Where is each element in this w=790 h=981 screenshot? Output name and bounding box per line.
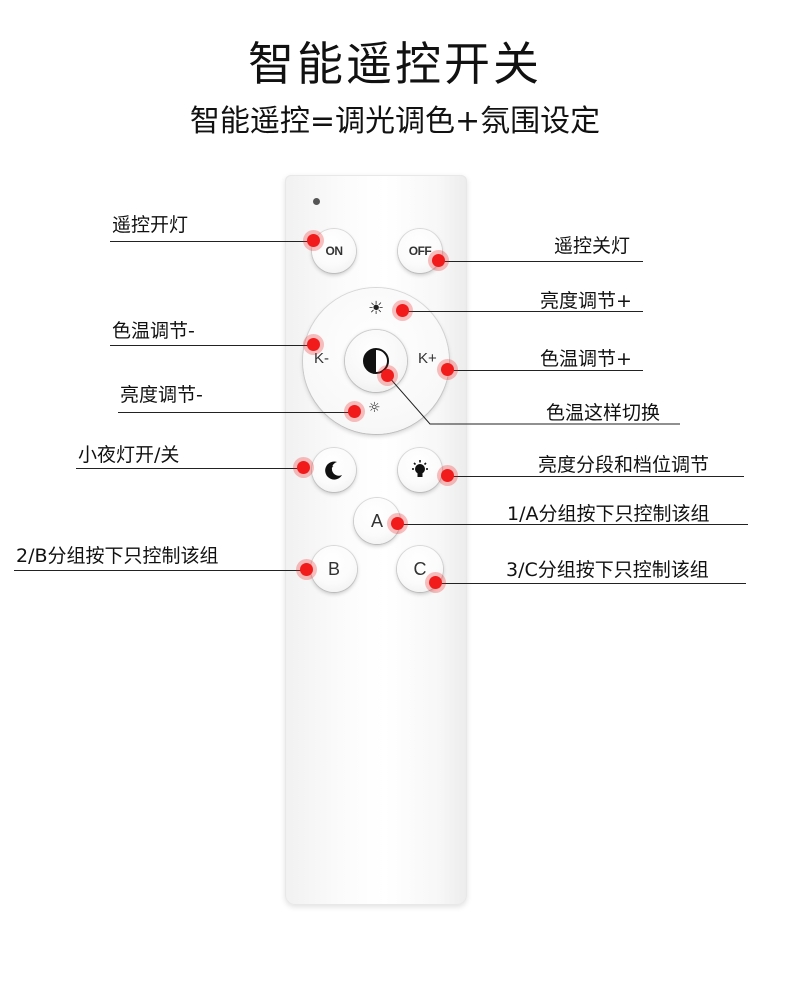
callout-line-color-temp-up (448, 370, 643, 371)
label-group-b: 2/B分组按下只控制该组 (16, 545, 219, 567)
group-c-label: C (413, 558, 427, 579)
marker-brightness-step (441, 469, 454, 482)
brightness-step-button[interactable] (398, 448, 442, 492)
indicator-led (313, 198, 320, 205)
label-color-temp-down: 色温调节- (112, 320, 195, 342)
marker-color-temp-down (307, 338, 320, 351)
night-light-button[interactable] (312, 448, 356, 492)
label-brightness-up: 亮度调节+ (540, 290, 632, 312)
callout-line-color-temp-cycle (387, 375, 680, 425)
label-group-c: 3/C分组按下只控制该组 (506, 559, 709, 581)
label-color-temp-cycle: 色温这样切换 (546, 402, 661, 424)
marker-on (307, 234, 320, 247)
brightness-down-icon[interactable]: ☼ (368, 400, 381, 416)
callout-line-brightness-up (403, 311, 643, 312)
off-button-label: OFF (408, 244, 432, 258)
marker-brightness-up (396, 304, 409, 317)
callout-line-group-b (14, 570, 307, 571)
page-title: 智能遥控开关 (248, 37, 542, 91)
on-button[interactable]: ON (312, 229, 356, 273)
marker-group-c (429, 576, 442, 589)
marker-group-b (300, 563, 313, 576)
group-b-label: B (327, 558, 340, 579)
callout-line-group-c (436, 583, 746, 584)
marker-group-a (391, 517, 404, 530)
callout-line-on (110, 241, 314, 242)
label-on: 遥控开灯 (112, 214, 189, 236)
callout-line-brightness-step (448, 476, 744, 477)
group-a-label: A (370, 510, 383, 531)
label-night-light: 小夜灯开/关 (78, 444, 180, 466)
callout-line-brightness-down (118, 412, 355, 413)
label-brightness-step: 亮度分段和档位调节 (538, 454, 710, 476)
page-subtitle: 智能遥控=调光调色+氛围设定 (189, 104, 601, 139)
callout-line-color-temp-down (110, 345, 314, 346)
marker-brightness-down (348, 405, 361, 418)
marker-color-temp-up (441, 363, 454, 376)
marker-night-light (297, 461, 310, 474)
k-minus-button[interactable]: K- (314, 350, 329, 367)
k-plus-button[interactable]: K+ (418, 350, 437, 367)
label-brightness-down: 亮度调节- (120, 384, 203, 406)
brightness-up-icon[interactable]: ☀ (368, 298, 385, 319)
half-circle-icon (363, 348, 389, 374)
marker-color-temp-cycle (381, 369, 394, 382)
label-group-a: 1/A分组按下只控制该组 (507, 503, 710, 525)
group-b-button[interactable]: B (311, 546, 357, 592)
bulb-icon (412, 460, 428, 477)
on-button-label: ON (325, 244, 344, 258)
moon-star-icon (325, 461, 342, 480)
marker-off (432, 254, 445, 267)
callout-line-off (440, 261, 643, 262)
callout-line-group-a (398, 524, 748, 525)
callout-line-night-light (76, 468, 304, 469)
label-off: 遥控关灯 (554, 235, 631, 257)
label-color-temp-up: 色温调节+ (540, 348, 632, 370)
